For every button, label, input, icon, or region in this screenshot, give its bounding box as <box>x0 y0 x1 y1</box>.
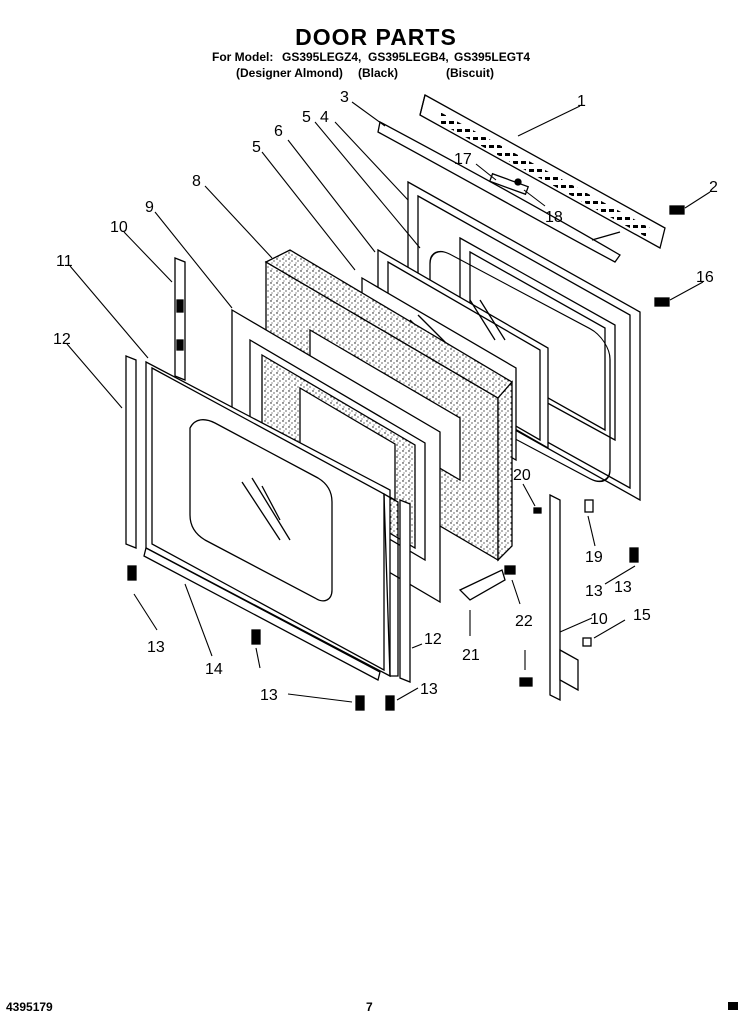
color-name: (Black) <box>358 66 399 80</box>
side-trim-part <box>399 499 411 683</box>
corner-mark <box>728 1002 738 1010</box>
part-number: 4395179 <box>6 1000 53 1014</box>
vent-trim-part <box>419 94 666 249</box>
model-number: GS395LEGZ4, <box>282 50 362 64</box>
callout-label: 16 <box>696 269 714 286</box>
hinge-part <box>549 493 579 702</box>
callout-label: 1 <box>577 93 586 110</box>
callout-label: 3 <box>340 89 349 106</box>
callout-label: 12 <box>53 331 71 348</box>
callout-label: 10 <box>590 611 608 628</box>
side-trim-part <box>125 355 137 549</box>
callout-label: 13 <box>585 583 603 600</box>
callout-label: 5 <box>302 109 311 126</box>
screw-part <box>669 205 685 215</box>
callout-label: 9 <box>145 199 154 216</box>
leader-lines <box>66 101 711 703</box>
screw-part <box>127 547 639 711</box>
color-list: (Designer Almond) (Black) (Biscuit) <box>0 66 752 80</box>
callout-label: 8 <box>192 173 201 190</box>
callout-label: 22 <box>515 613 533 630</box>
callout-label: 17 <box>454 151 472 168</box>
callout-label: 13 <box>260 687 278 704</box>
callout-label: 19 <box>585 549 603 566</box>
model-label: For Model: <box>212 50 274 64</box>
hinge-receiver-part <box>458 565 516 601</box>
page-title: DOOR PARTS <box>295 24 457 50</box>
callout-label: 14 <box>205 661 223 678</box>
callout-label: 21 <box>462 647 480 664</box>
callout-label: 13 <box>420 681 438 698</box>
callout-labels: 1 2 3 4 5 5 6 8 9 10 11 12 16 17 18 20 1… <box>53 89 718 704</box>
model-number: GS395LEGT4 <box>454 50 531 64</box>
callout-label: 5 <box>252 139 261 156</box>
callout-label: 18 <box>545 209 563 226</box>
model-number: GS395LEGB4, <box>368 50 449 64</box>
page-number: 7 <box>366 1000 373 1014</box>
hinge-bracket-part <box>174 257 186 381</box>
color-name: (Biscuit) <box>446 66 494 80</box>
callout-label: 20 <box>513 467 531 484</box>
screw-part <box>654 297 670 307</box>
callout-label: 12 <box>424 631 442 648</box>
model-list: For Model: GS395LEGZ4, GS395LEGB4, GS395LEG… <box>0 50 752 64</box>
callout-label: 13 <box>147 639 165 656</box>
callout-label: 15 <box>633 607 651 624</box>
callout-label: 10 <box>110 219 128 236</box>
callout-label: 2 <box>709 179 718 196</box>
bracket-part <box>488 172 530 196</box>
callout-label: 13 <box>614 579 632 596</box>
outer-door-panel <box>145 360 399 678</box>
clip-part <box>533 499 594 647</box>
callout-label: 6 <box>274 123 283 140</box>
bottom-trim-part <box>143 547 381 681</box>
callout-label: 4 <box>320 109 329 126</box>
callout-label: 11 <box>56 253 73 270</box>
color-name: (Designer Almond) <box>236 66 343 80</box>
top-channel-part <box>377 121 621 263</box>
